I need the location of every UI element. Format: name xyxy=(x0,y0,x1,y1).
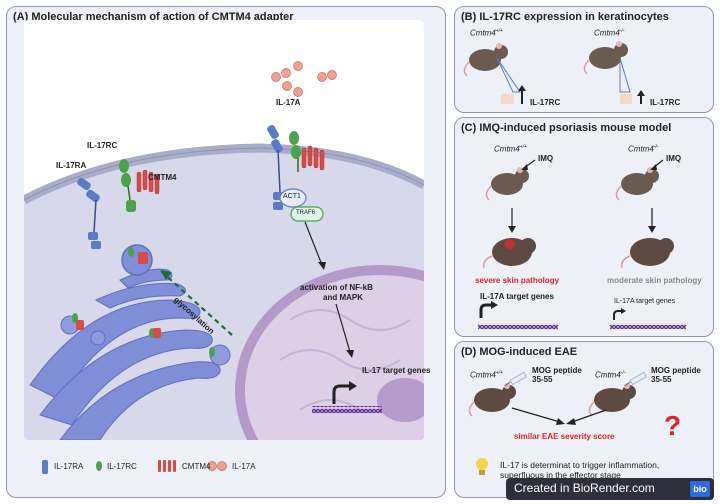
target-gene-arrow xyxy=(332,384,350,404)
dna-strand-c-ko xyxy=(610,323,686,329)
panel-b-wt-genotype: +/+ xyxy=(495,28,504,34)
panel-d-note-2: superfluous in the effector stage xyxy=(500,470,621,480)
panel-d-ko-genotype: -/- xyxy=(620,370,626,376)
biorender-credit-text: Created in BioRender.com xyxy=(514,481,655,495)
panel-c-wt-label: Cmtm4+/+ xyxy=(494,144,528,154)
activation-label-2: and MAPK xyxy=(323,293,363,302)
biorender-credit-bar[interactable]: Created in BioRender.com bio xyxy=(506,478,714,500)
panel-d-wt-genotype: +/+ xyxy=(495,370,504,376)
question-mark: ? xyxy=(664,410,682,441)
panel-b-title: (B) IL-17RC expression in keratinocytes xyxy=(461,11,669,23)
panel-b-ko-label: Cmtm4-/- xyxy=(594,28,625,38)
act1-protein xyxy=(279,188,307,208)
panel-c-ko-treatment: IMQ xyxy=(666,154,682,163)
panel-c-ko-outcome: moderate skin pathology xyxy=(607,276,702,285)
panel-d-ko-peptide-1: MOG peptide xyxy=(651,366,701,375)
panel-d-wt-peptide-1: MOG peptide xyxy=(532,366,582,375)
panel-b-ko-result: IL-17RC xyxy=(650,98,681,107)
mouse-b-ko xyxy=(583,41,628,75)
panel-a-legend-icons xyxy=(42,460,227,474)
legend-il17a: IL-17A xyxy=(232,462,256,471)
target-genes-label: IL-17 target genes xyxy=(362,366,431,375)
lightbulb-icon xyxy=(476,458,488,475)
mouse-d-ko xyxy=(588,383,636,417)
syringe-d-ko xyxy=(624,371,647,387)
il17ra-receptor xyxy=(77,177,101,249)
mouse-b-wt xyxy=(463,43,508,77)
activation-label-1: activation of NF-kB xyxy=(300,283,373,292)
legend-il17ra: IL-17RA xyxy=(54,462,84,471)
traf6-label: TRAF6 xyxy=(296,210,316,216)
il17a-label: IL-17A xyxy=(276,98,301,107)
mouse-c-ko-affected xyxy=(620,238,674,269)
panel-d-ko-peptide-2: 35-55 xyxy=(651,375,672,384)
mouse-c-wt xyxy=(485,167,529,201)
act1-label: ACT1 xyxy=(283,193,301,200)
panel-d-wt-label: Cmtm4+/+ xyxy=(470,370,504,380)
active-receptor-complex xyxy=(267,61,337,222)
panel-c-ko-label: Cmtm4-/- xyxy=(628,144,659,154)
panel-b-wt-result: IL-17RC xyxy=(530,98,561,107)
panel-c-title: (C) IMQ-induced psoriasis mouse model xyxy=(461,122,672,134)
panel-b-wt-label: Cmtm4+/+ xyxy=(470,28,504,38)
nucleolus xyxy=(377,378,424,422)
golgi-apparatus xyxy=(29,268,221,440)
panel-d-note-1: IL-17 is determinat to trigger inflammat… xyxy=(500,460,660,470)
panel-c-ko-genes: IL-17A target genes xyxy=(614,298,676,305)
panel-d-ko-label: Cmtm4-/- xyxy=(595,370,626,380)
glycosylation-arrow xyxy=(161,271,233,336)
dna-strand-c-wt xyxy=(478,323,558,330)
cmtm4-label: CMTM4 xyxy=(148,173,177,182)
mouse-c-wt-affected xyxy=(482,238,536,269)
panel-d-title: (D) MOG-induced EAE xyxy=(461,346,578,358)
panel-c: (C) IMQ-induced psoriasis mouse model xyxy=(454,117,714,337)
panel-c-wt-genes: IL-17A target genes xyxy=(480,292,554,301)
il17rc-label: IL-17RC xyxy=(87,141,118,150)
nucleus xyxy=(235,265,424,440)
panel-c-wt-treatment: IMQ xyxy=(538,154,554,163)
signal-arrow xyxy=(304,221,323,266)
syringe-d-wt xyxy=(504,371,527,387)
panel-c-wt-outcome: severe skin pathology xyxy=(475,276,560,285)
panel-c-ko-genotype: -/- xyxy=(653,144,659,150)
il17rc-cmtm4-complex xyxy=(119,159,160,212)
panel-d-outcome: similar EAE severity score xyxy=(514,432,615,441)
traf6-protein xyxy=(290,206,324,222)
dna-strand-a xyxy=(312,406,382,414)
il17ra-label: IL-17RA xyxy=(56,161,87,170)
panel-d-wt-peptide-2: 35-55 xyxy=(532,375,553,384)
panel-b-ko-genotype: -/- xyxy=(619,28,625,34)
legend-il17rc: IL-17RC xyxy=(107,462,137,471)
legend-cmtm4: CMTM4 xyxy=(182,462,211,471)
biorender-logo: bio xyxy=(690,481,710,497)
panel-c-wt-genotype: +/+ xyxy=(519,144,528,150)
mouse-d-wt xyxy=(468,383,516,417)
